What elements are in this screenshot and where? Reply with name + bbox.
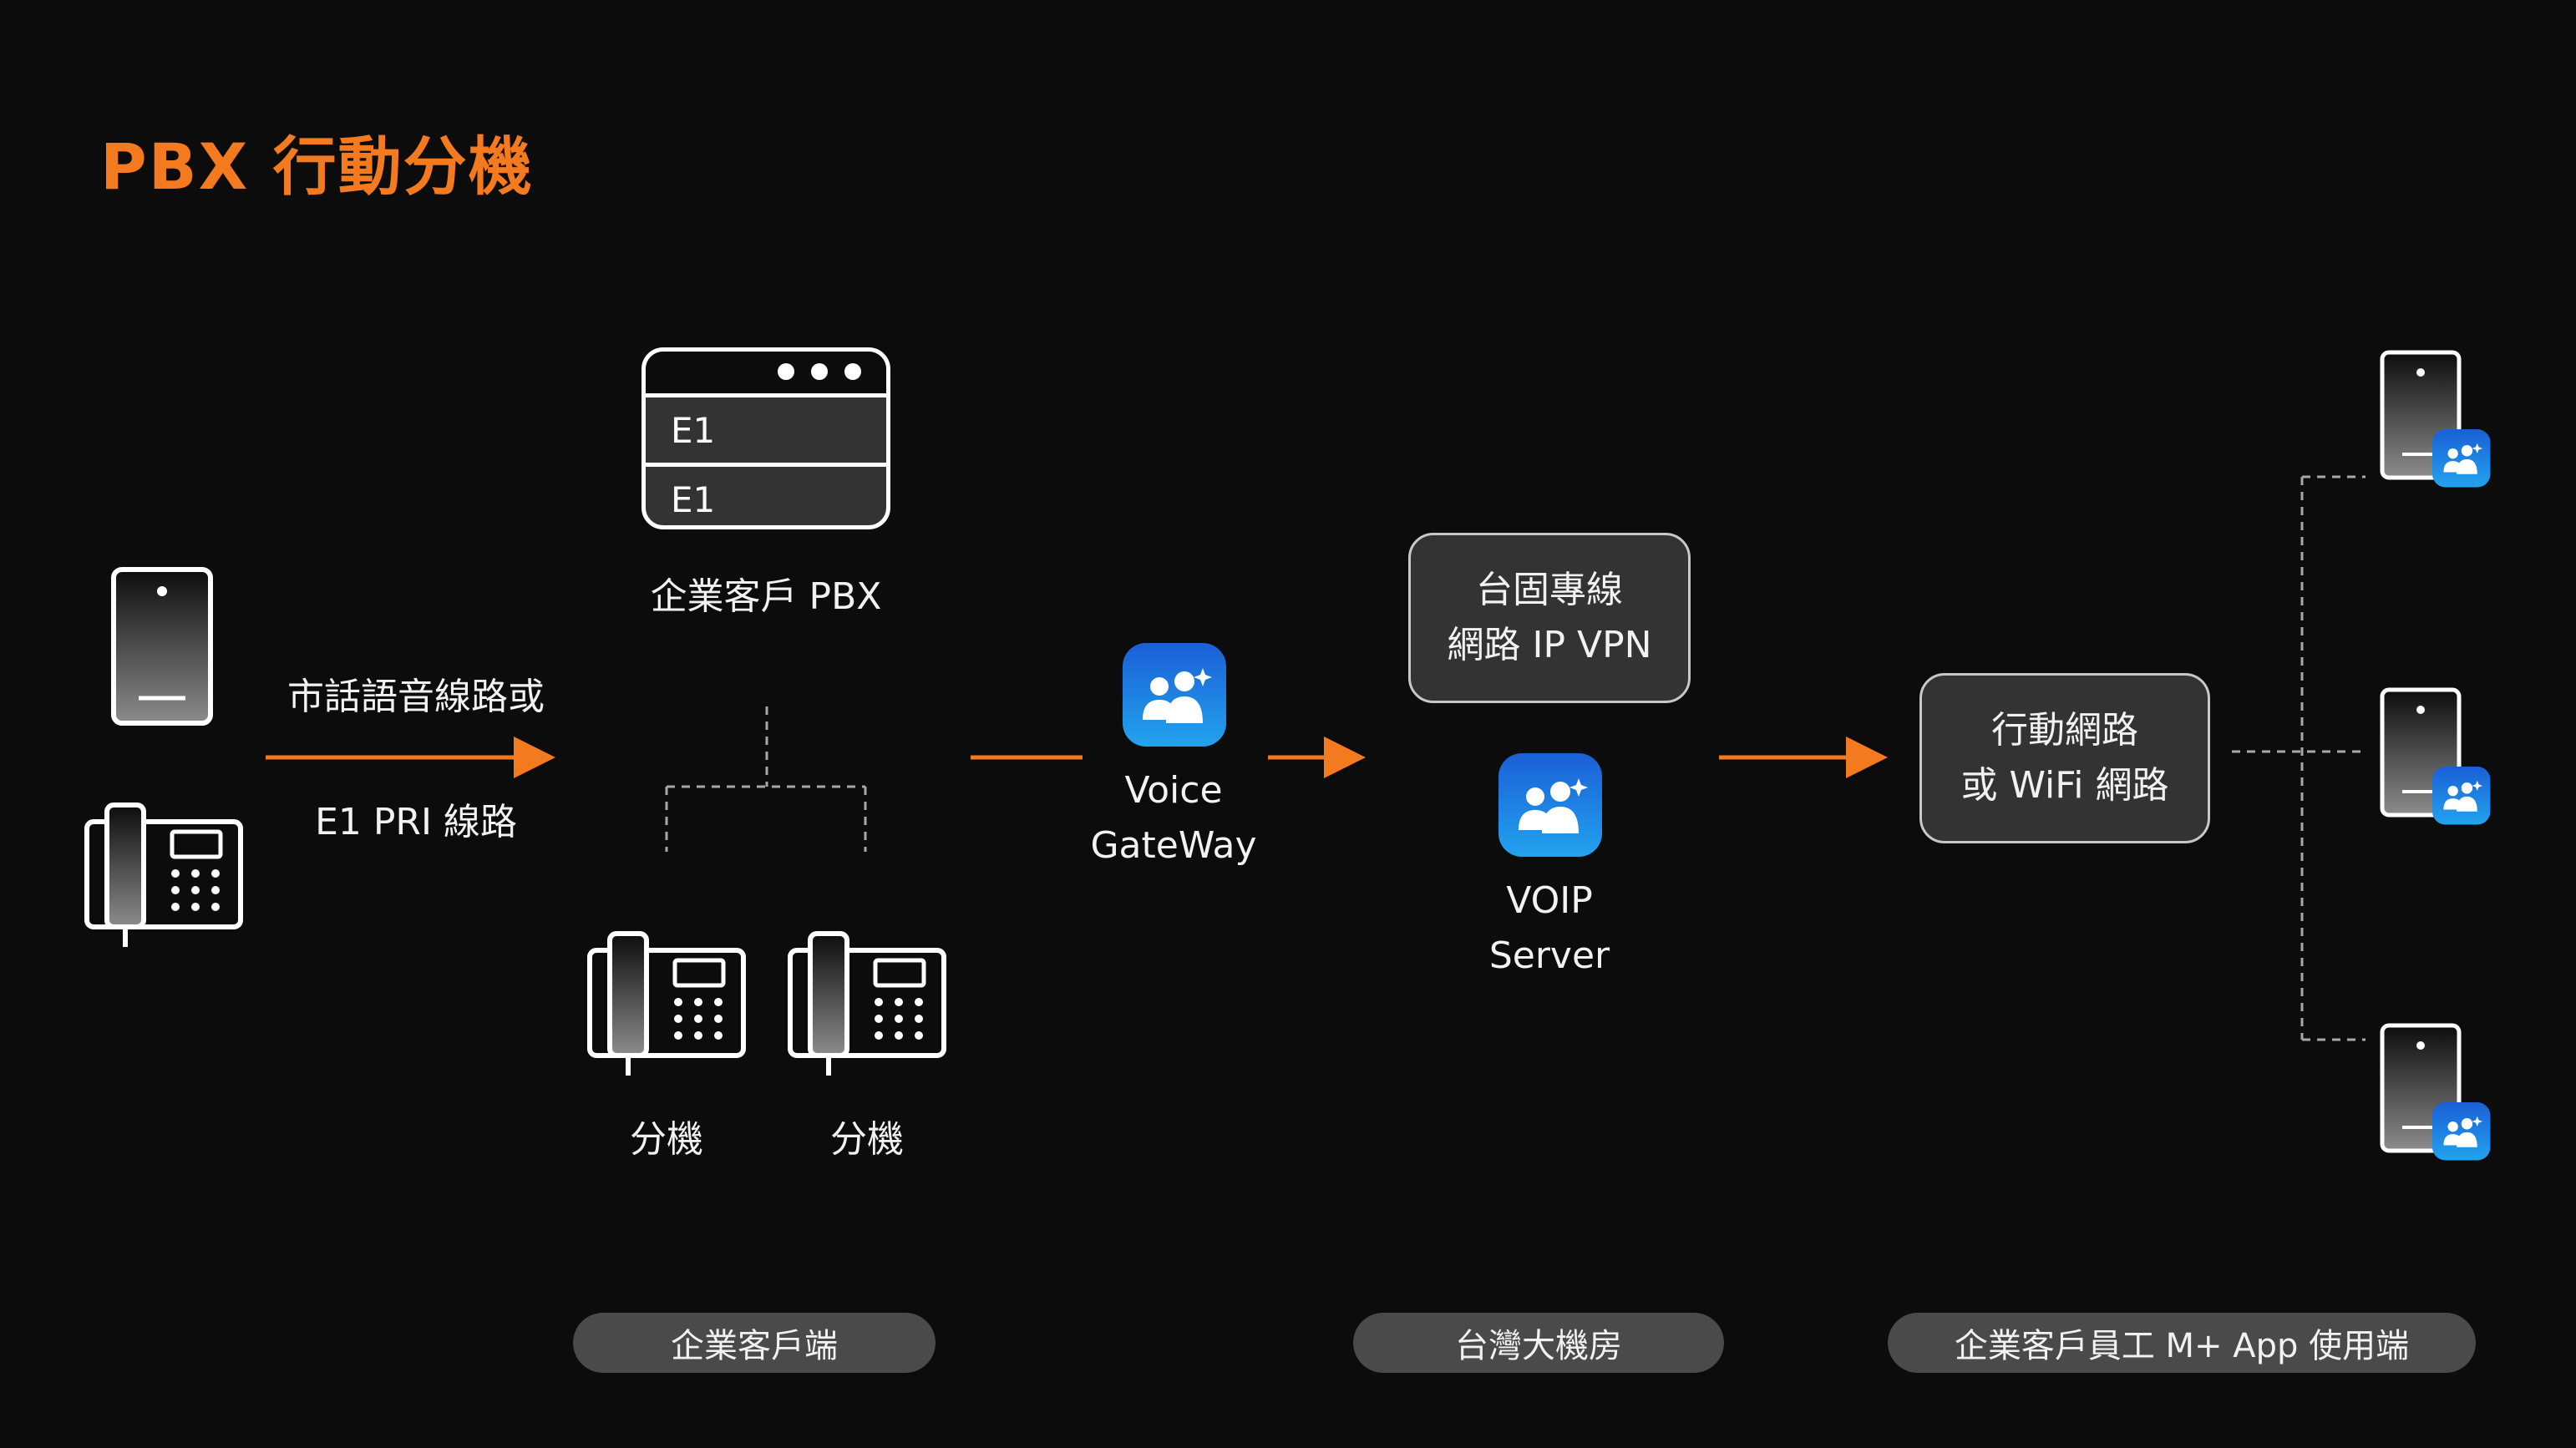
page-title: PBX 行動分機 [100,129,534,204]
mobile-network-box: 行動網路 或 WiFi 網路 [1919,673,2210,843]
pbx-label: 企業客戶 PBX [650,575,882,618]
m-plus-app-icon [1123,643,1226,747]
gateway-label-line2: GateWay [1090,824,1257,867]
vpn-box-line2: 網路 IP VPN [1447,624,1652,666]
extension-label: 分機 [630,1118,703,1161]
desk-phone-icon [788,931,946,1076]
voip-label-line1: VOIP [1506,879,1593,922]
vpn-box-line1: 台固專線 [1476,569,1623,611]
left-link-top-label: 市話語音線路或 [287,676,545,718]
pbx-extension-tree [665,706,867,852]
mobile-network-line2: 或 WiFi 網路 [1960,764,2169,807]
mobile-phone-with-app-icon [2380,1023,2491,1161]
mobile-network-line1: 行動網路 [1991,709,2138,752]
zone-pill-app-users: 企業客戶員工 M+ App 使用端 [1888,1313,2476,1373]
mobile-phone-icon [111,567,213,726]
pbx-server-header [646,352,886,397]
pbx-row: E1 [671,478,716,520]
vpn-box: 台固專線 網路 IP VPN [1408,533,1691,703]
extension-label: 分機 [830,1118,904,1161]
m-plus-app-icon [1498,753,1602,857]
voip-label-line2: Server [1488,934,1610,977]
pbx-row: E1 [646,397,886,467]
pbx-server-icon: E1 E1 [641,347,890,529]
zone-pill-datacenter: 台灣大機房 [1353,1313,1724,1373]
mobile-network-tree [2232,475,2366,1041]
mobile-phone-with-app-icon [2380,687,2491,825]
desk-phone-icon [84,802,243,947]
desk-phone-icon [587,931,746,1076]
mobile-phone-with-app-icon [2380,350,2491,488]
left-link-bottom-label: E1 PRI 線路 [315,801,517,843]
zone-pill-enterprise: 企業客戶端 [573,1313,936,1373]
gateway-label-line1: Voice [1124,769,1223,812]
